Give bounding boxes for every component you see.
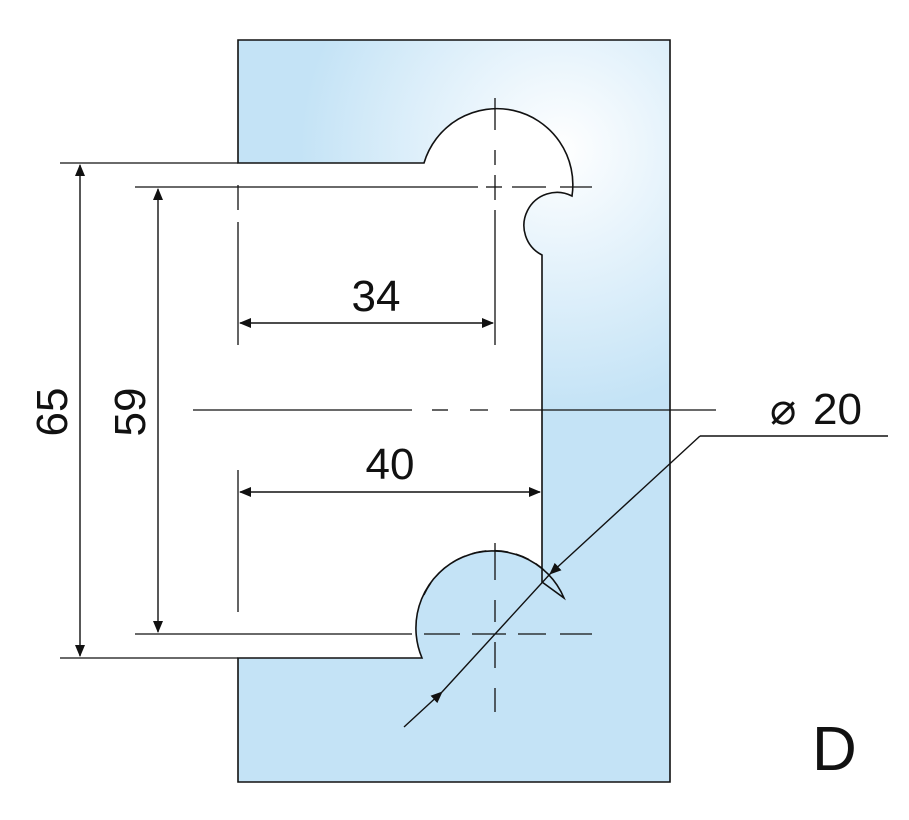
dim-text-lower-offset: 40 xyxy=(366,440,415,489)
dim-text-diameter: 20 xyxy=(813,385,862,434)
dim-text-upper-offset: 34 xyxy=(352,272,401,321)
diameter-symbol-icon: ⌀ xyxy=(770,385,797,434)
glass-plate xyxy=(237,39,671,783)
dim-text-center-spacing: 59 xyxy=(106,388,155,437)
diameter-leader-lower xyxy=(403,691,443,728)
extension-lines xyxy=(60,162,238,659)
dim-text-overall-height: 65 xyxy=(28,388,77,437)
center-lines xyxy=(135,98,716,712)
view-label: D xyxy=(812,715,857,784)
diameter-inner-line xyxy=(441,573,551,693)
lower-hole-dashed-arc xyxy=(423,549,545,596)
diameter-leader-upper xyxy=(549,435,701,575)
